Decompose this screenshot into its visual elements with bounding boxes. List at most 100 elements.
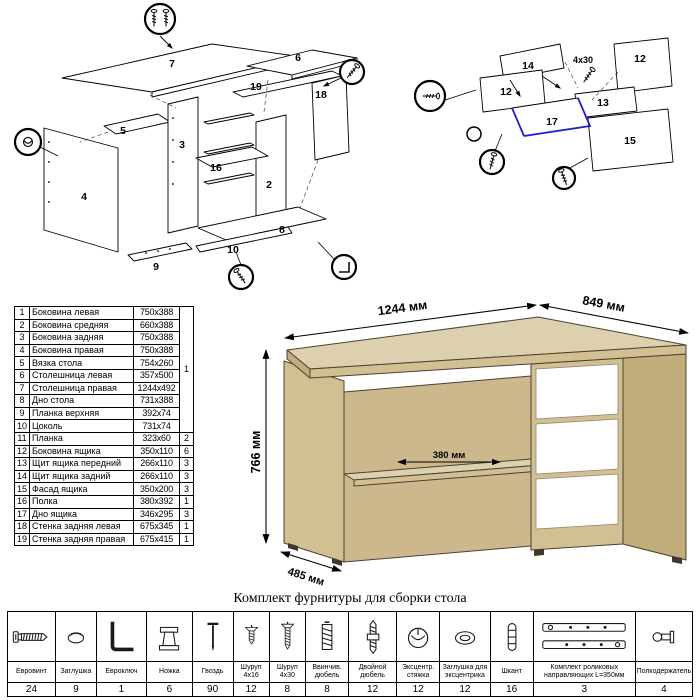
highlight-edges	[511, 97, 592, 137]
parts-qty-cell: 6	[179, 444, 195, 459]
parts-name-cell: Боковина задняя	[29, 331, 135, 345]
parts-num-cell: 11	[13, 431, 31, 446]
callout-detail	[466, 126, 482, 142]
dimensions: 1244 мм 849 мм 766 мм 485 мм 380 мм	[249, 293, 689, 589]
drawer-panels	[479, 37, 674, 172]
part-labels: 7 6 19 18 5 4 3 16 2 8 10 9	[81, 52, 327, 273]
parts-num-cell: 8	[13, 394, 31, 408]
part-label: 14	[522, 60, 534, 72]
tabletop-left-edge	[286, 349, 311, 379]
callout-bracket	[330, 253, 358, 281]
direction-arrows	[159, 35, 342, 87]
panel-front-rail	[127, 242, 193, 262]
part-label: 7	[169, 58, 175, 70]
parts-name-cell: Планка верхняя	[29, 406, 135, 421]
panel-plinth	[195, 226, 293, 253]
parts-num-cell: 12	[13, 444, 31, 459]
parts-num-cell: 6	[13, 368, 31, 383]
parts-size-cell: 350x200	[133, 482, 181, 496]
left-side-panel	[283, 360, 345, 563]
assembly-guides	[564, 61, 619, 101]
direction-arrows	[509, 75, 562, 98]
parts-num-cell: 5	[13, 356, 31, 370]
parts-num-cell: 2	[13, 318, 31, 333]
panel-drawer-side	[613, 37, 673, 94]
parts-name-cell: Боковина средняя	[29, 318, 135, 333]
parts-name-cell: Вязка стола	[29, 356, 135, 370]
parts-size-cell: 380x392	[133, 494, 181, 509]
hexkey-icon	[96, 612, 147, 662]
parts-name-cell: Боковина правая	[29, 343, 135, 358]
hardware-item-name: Евровинт	[8, 662, 55, 683]
hardware-item-qty: 4	[661, 684, 667, 695]
parts-size-cell: 1244x492	[133, 381, 181, 396]
parts-name-cell: Стенка задняя правая	[29, 532, 135, 547]
hardware-item-name: Шкант	[490, 662, 533, 683]
hardware-item-qty: 12	[367, 684, 379, 695]
part-label: 18	[315, 89, 327, 101]
parts-num-cell: 1	[13, 306, 31, 320]
part-label: 12	[500, 86, 512, 98]
dim-depth-right: 849 мм	[581, 293, 626, 315]
part-label: 16	[210, 162, 222, 174]
parts-size-cell: 266x110	[133, 457, 181, 471]
parts-name-cell: Стенка задняя левая	[29, 520, 135, 534]
drawer-front	[535, 363, 619, 420]
part-label: 2	[266, 179, 272, 191]
parts-num-cell: 3	[13, 331, 31, 345]
hardware-item-name: Комплект роликовых направляющих L=350мм	[533, 662, 635, 683]
panel-drawer-facade	[587, 108, 674, 172]
cam-icon	[397, 612, 440, 662]
hardware-title: Комплект фурнитуры для сборки стола	[233, 591, 467, 606]
parts-size-cell: 660x388	[133, 318, 181, 333]
panel-drawer-back	[499, 43, 565, 81]
parts-num-cell: 15	[13, 482, 31, 496]
parts-qty-cell: 1	[179, 306, 195, 433]
parts-num-cell: 7	[13, 381, 31, 396]
panel-shelf	[195, 146, 269, 168]
hardware-item-qty: 24	[25, 684, 38, 695]
parts-qty-cell: 3	[179, 457, 195, 471]
parts-num-cell: 18	[13, 520, 31, 534]
double-dowel-icon	[349, 612, 397, 662]
hardware-item-name: Ножка	[147, 662, 192, 683]
parts-name-cell: Щит ящика задний	[29, 469, 135, 484]
parts-size-cell: 346x295	[133, 507, 181, 522]
parts-num-cell: 13	[13, 457, 31, 471]
parts-name-cell: Боковина левая	[29, 306, 135, 320]
hole-marks	[48, 117, 174, 254]
hardware-item-name: Полкодержатель	[635, 662, 693, 683]
slides-icon	[533, 612, 635, 662]
panel-tie	[103, 113, 171, 135]
dim-width: 1244 мм	[377, 298, 428, 318]
part-labels: 14 12 12 13 17 15 4x30	[500, 53, 646, 147]
parts-name-cell: Полка	[29, 494, 135, 509]
parts-num-cell: 16	[13, 494, 31, 509]
part-label: 17	[546, 116, 558, 128]
parts-qty-cell: 1	[179, 494, 195, 509]
nail-icon	[192, 612, 233, 662]
dim-line-width	[284, 302, 537, 341]
hardware-item-qty: 12	[459, 684, 471, 695]
drawer-rail	[203, 142, 255, 155]
parts-name-cell: Боковина ящика	[29, 444, 135, 459]
parts-num-cell: 4	[13, 343, 31, 358]
leg-icon	[147, 612, 192, 662]
